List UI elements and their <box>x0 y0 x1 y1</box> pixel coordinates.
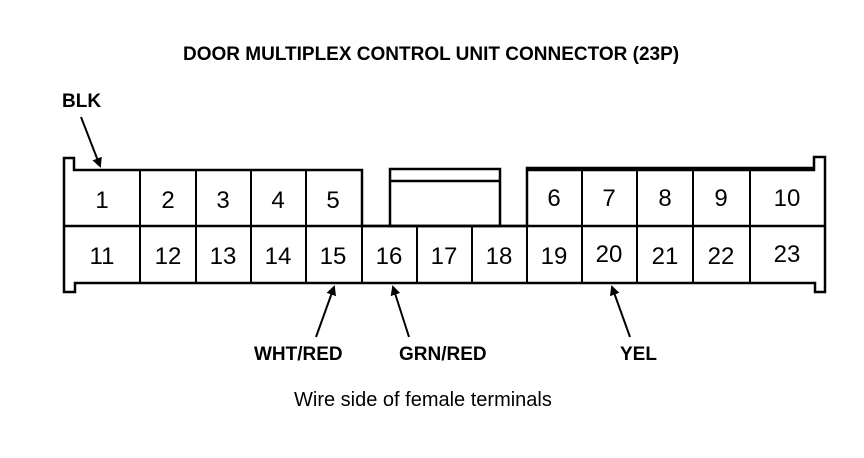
yel-label: YEL <box>620 344 657 365</box>
pin-17: 17 <box>431 243 458 270</box>
pin-23: 23 <box>774 241 801 268</box>
pin-21: 21 <box>652 243 679 270</box>
pin-16: 16 <box>376 243 403 270</box>
pin-22: 22 <box>708 243 735 270</box>
wht-red-arrow <box>315 285 336 338</box>
pin-2: 2 <box>161 187 174 214</box>
pin-12: 12 <box>155 243 182 270</box>
pin-15: 15 <box>320 243 347 270</box>
pin-9: 9 <box>714 185 727 212</box>
pin-19: 19 <box>541 243 568 270</box>
wht-red-label: WHT/RED <box>254 344 343 365</box>
callout-arrows <box>80 116 631 338</box>
grn-red-label: GRN/RED <box>399 344 487 365</box>
pin-8: 8 <box>658 185 671 212</box>
pin-1: 1 <box>95 187 108 214</box>
pin-11: 11 <box>90 243 115 270</box>
pin-18: 18 <box>486 243 513 270</box>
diagram-title: DOOR MULTIPLEX CONTROL UNIT CONNECTOR (2… <box>183 44 679 65</box>
pin-13: 13 <box>210 243 237 270</box>
pin-6: 6 <box>547 185 560 212</box>
diagram-caption: Wire side of female terminals <box>294 389 552 411</box>
pin-3: 3 <box>216 187 229 214</box>
pin-5: 5 <box>326 187 339 214</box>
pin-14: 14 <box>265 243 292 270</box>
bottom-row-dividers <box>139 226 751 283</box>
pin-7: 7 <box>602 185 615 212</box>
pin-4: 4 <box>271 187 284 214</box>
top-row-dividers <box>139 168 751 226</box>
pin-20: 20 <box>596 241 623 268</box>
connector-body <box>62 155 827 294</box>
top-row-pins: 1 2 3 4 5 6 7 8 9 10 <box>95 185 800 214</box>
grn-red-arrow <box>390 285 410 338</box>
bottom-row-pins: 11 12 13 14 15 16 17 18 19 20 21 22 23 <box>90 241 801 270</box>
blk-arrow <box>80 116 102 168</box>
pin-10: 10 <box>774 185 801 212</box>
blk-label: BLK <box>62 91 101 112</box>
yel-arrow <box>610 285 631 338</box>
